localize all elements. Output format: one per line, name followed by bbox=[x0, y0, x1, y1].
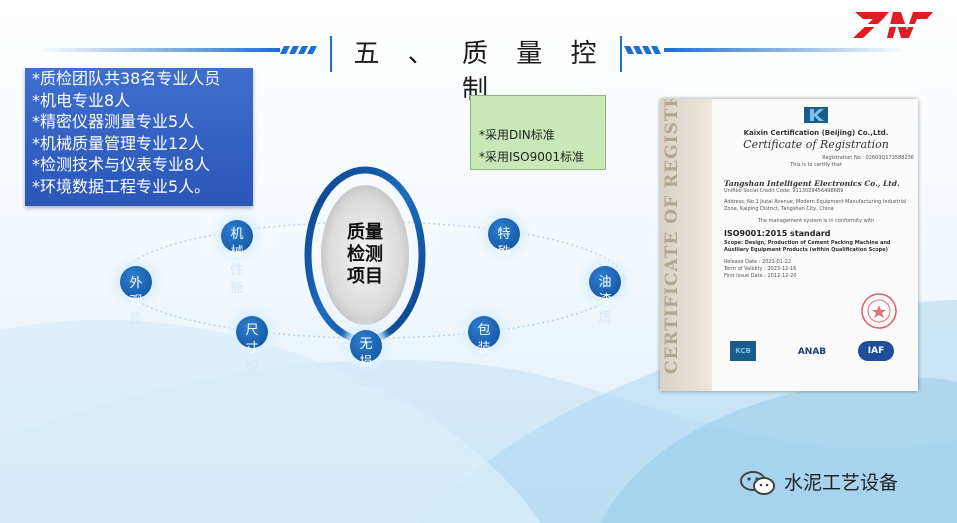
certificate-standard: ISO9001:2015 standard bbox=[724, 229, 831, 238]
standard-line: *采用DIN标准 bbox=[479, 128, 555, 142]
center-disc bbox=[321, 185, 409, 325]
item-label-dimension: 尺寸检 bbox=[245, 323, 259, 374]
certificate-registration: Registration No.: 02603Q173588236 bbox=[822, 155, 914, 161]
certificate-body: Kaixin Certification (Beijing) Co.,Ltd. … bbox=[718, 105, 914, 387]
team-line: *环境数据工程专业5人。 bbox=[32, 176, 211, 196]
item-bubble-appearance bbox=[120, 266, 152, 298]
team-line: *机械质量管理专业12人 bbox=[32, 133, 205, 153]
center-label-line: 项目 bbox=[347, 266, 383, 287]
certificate-org: Kaixin Certification (Beijing) Co.,Ltd. bbox=[743, 129, 889, 137]
item-bubble-packaging bbox=[468, 316, 500, 348]
item-label-mechanical: 机械性能 bbox=[230, 227, 244, 296]
certificate-side-band: CERTIFICATE OF REGISTRATION bbox=[660, 99, 712, 391]
team-line: *机电专业8人 bbox=[32, 90, 131, 110]
certificate-first-issue: First Issue Date : 2012-12-20 bbox=[724, 273, 797, 279]
brand-logo bbox=[849, 12, 935, 38]
certificate-side-text: CERTIFICATE OF REGISTRATION bbox=[662, 99, 682, 374]
accreditation-logos: KCB ANAB IAF bbox=[722, 341, 912, 369]
item-label-appearance: 外观质 bbox=[129, 276, 143, 327]
kcb-mark-icon: KCB bbox=[730, 341, 756, 361]
anab-mark-icon: ANAB bbox=[797, 347, 827, 357]
team-info-box: *质检团队共38名专业人员 *机电专业8人 *精密仪器测量专业5人 *机械质量管… bbox=[25, 68, 253, 206]
item-bubble-mechanical bbox=[221, 220, 253, 252]
certificate-address: Address: No.1 Jiutai Avenue, Modern Equi… bbox=[724, 199, 907, 212]
standards-box: *采用DIN标准 *采用ISO9001标准 bbox=[470, 95, 606, 170]
team-line: *精密仪器测量专业5人 bbox=[32, 112, 195, 131]
certificate-release: Release Date : 2021-01-22 bbox=[724, 259, 791, 265]
certificate-credit-code: Unified Social Credit Code: 911302945649… bbox=[724, 188, 844, 194]
item-label-ndt: 无损查 bbox=[359, 337, 373, 388]
kcb-logo-icon bbox=[804, 107, 828, 123]
team-line: *质检团队共38名专业人员 bbox=[32, 69, 221, 88]
wechat-icon bbox=[740, 471, 775, 495]
certificate-certify: This is to certify that bbox=[790, 162, 842, 168]
watermark-text: 水泥工艺设备 bbox=[784, 472, 899, 494]
item-bubble-special bbox=[488, 218, 520, 250]
center-label-line: 质量 bbox=[347, 222, 383, 243]
title-bar-decoration bbox=[36, 36, 908, 72]
center-label-line: 检测 bbox=[347, 244, 383, 265]
item-bubble-dimension bbox=[236, 316, 268, 348]
center-label: 质量 检测 项目 bbox=[330, 222, 400, 288]
iaf-mark-icon: IAF bbox=[858, 341, 894, 361]
certificate-validity: Term of Validity : 2023-12-16 bbox=[724, 266, 797, 272]
item-label-packaging: 包装 bbox=[477, 323, 491, 356]
iso-certificate-image: CERTIFICATE OF REGISTRATION Kaixin Certi… bbox=[660, 99, 918, 391]
certificate-seal-icon bbox=[861, 293, 897, 329]
certificate-title: Certificate of Registration bbox=[743, 138, 889, 151]
item-label-special: 特殊 bbox=[497, 227, 511, 260]
item-label-paint: 油漆质 bbox=[598, 275, 612, 326]
certificate-scope: Scope: Design, Production of Cement Pack… bbox=[724, 240, 891, 253]
item-bubble-paint bbox=[589, 266, 621, 298]
standard-line: *采用ISO9001标准 bbox=[479, 150, 585, 164]
item-bubble-ndt bbox=[350, 330, 382, 362]
certificate-conform: The management system is in conformity w… bbox=[757, 218, 875, 224]
certificate-company: Tangshan Intelligent Electronics Co., Lt… bbox=[724, 179, 900, 188]
team-line: *检测技术与仪表专业8人 bbox=[32, 155, 211, 174]
